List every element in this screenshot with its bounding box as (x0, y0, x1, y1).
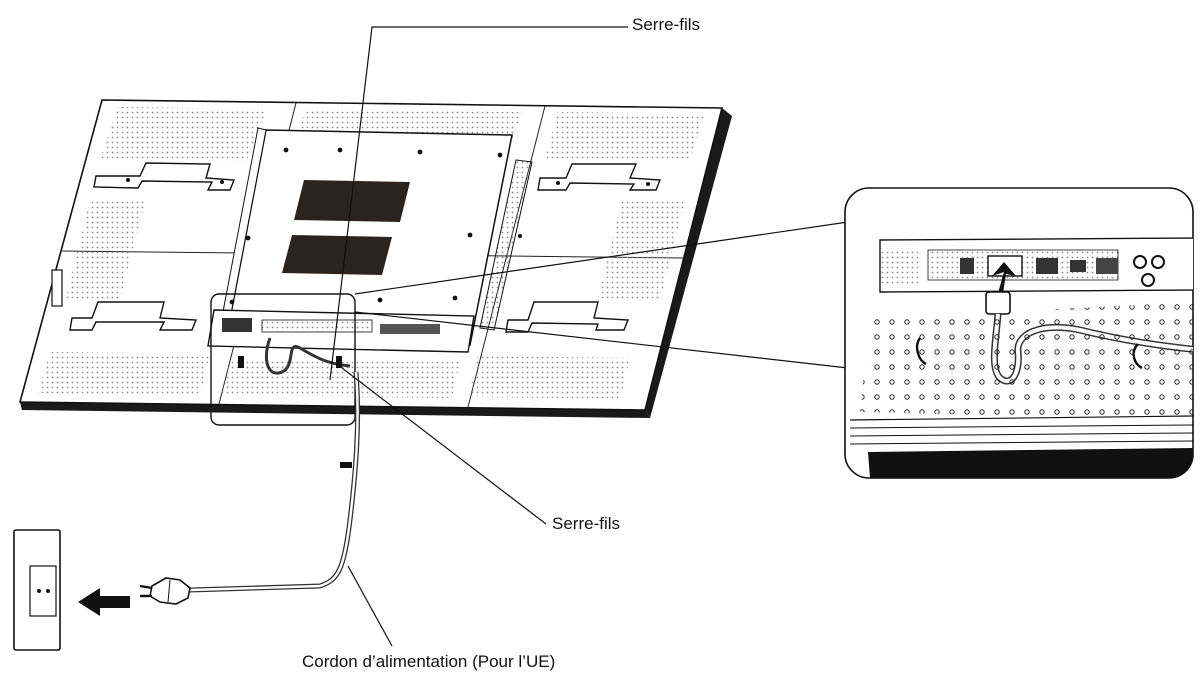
leader-line-bottom (347, 565, 393, 647)
label-power-cord: Cordon d’alimentation (Pour l’UE) (302, 652, 556, 671)
panel-bottom-edge (20, 402, 650, 418)
arrow-left-icon (78, 588, 130, 616)
power-cord-core (189, 371, 359, 592)
power-cable-loop (265, 337, 351, 375)
perforation-zones (38, 107, 705, 399)
zoom-detail (844, 187, 1194, 479)
zoom-edge-lines (849, 415, 1193, 445)
leader-line-mid (341, 367, 547, 525)
callout-frame (210, 293, 356, 426)
zoom-power-plug (985, 291, 1011, 315)
zoom-port-2 (1036, 258, 1058, 274)
zoom-port-1 (960, 258, 974, 274)
zoom-rca-1 (1133, 255, 1147, 269)
zoom-panel-edge (868, 448, 1193, 478)
side-connector (51, 269, 63, 307)
zoom-port-3 (1070, 260, 1086, 272)
zoom-rca-3 (1141, 273, 1155, 287)
display-back-panel (18, 99, 732, 426)
zoom-perforated-plate (860, 302, 1193, 420)
zoom-clamp-left (915, 337, 927, 366)
zoom-port-row (927, 249, 1119, 281)
zoom-line-top (354, 221, 849, 295)
side-vent (479, 159, 533, 331)
screw-holes (126, 147, 650, 305)
wall-outlet-icon (13, 529, 61, 651)
insert-arrow-icon (992, 262, 1016, 300)
zoom-clamp-right (1132, 343, 1143, 370)
power-inlet (222, 318, 252, 332)
panel-right-edge (645, 108, 732, 418)
eu-plug-icon (139, 577, 191, 605)
clamp-left (238, 356, 244, 368)
terminal-ports (261, 319, 373, 333)
terminal-connectors (380, 324, 440, 334)
zoom-port-4 (1096, 258, 1118, 274)
cord-marker (340, 462, 352, 468)
zoom-rca-2 (1151, 255, 1165, 269)
label-cable-clamp-top: Serre-fils (632, 15, 701, 34)
label-cable-clamp-bottom: Serre-fils (552, 514, 621, 533)
leader-line-top (329, 26, 628, 381)
vent-block-upper (294, 180, 410, 222)
zoom-vent (880, 248, 918, 284)
clamp-right (336, 356, 342, 368)
vent-block-lower (282, 235, 392, 275)
zoom-line-bottom (354, 311, 849, 369)
